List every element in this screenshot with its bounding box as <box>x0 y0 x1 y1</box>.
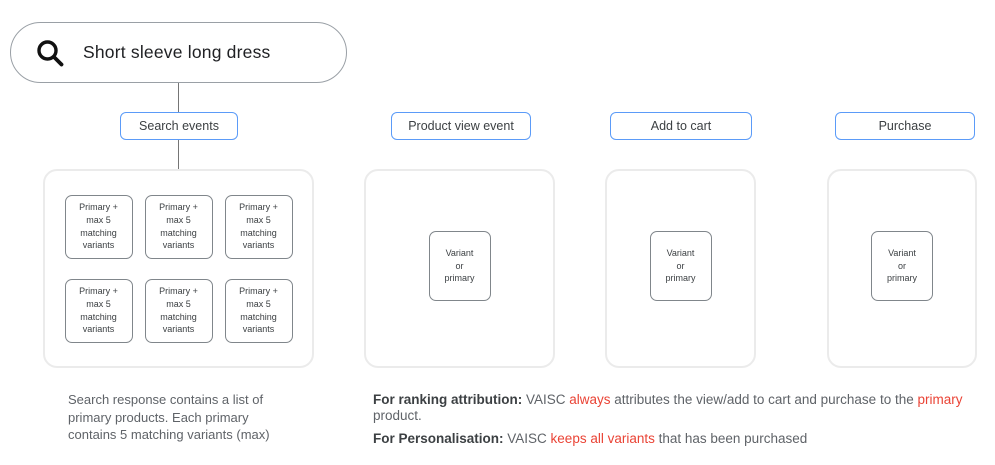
annotation-segment: For ranking attribution: <box>373 392 523 407</box>
search-query-text: Short sleeve long dress <box>83 42 271 62</box>
primary-product-box: Primary + max 5 matching variants <box>224 194 293 259</box>
event-label-product-view: Product view event <box>391 112 531 140</box>
primary-product-box: Primary + max 5 matching variants <box>144 194 213 259</box>
event-label-purchase: Purchase <box>835 112 975 140</box>
add-to-cart-container: Variant or primary <box>605 169 756 368</box>
event-label-text: Add to cart <box>650 119 712 133</box>
annotation-segment: VAISC <box>522 392 570 407</box>
annotation-segment: product. <box>373 408 422 423</box>
variant-or-primary-box: Variant or primary <box>428 231 491 301</box>
annotation-segment: that has been purchased <box>654 431 808 446</box>
search-response-caption: Search response contains a list of prima… <box>68 392 270 442</box>
search-input[interactable]: Short sleeve long dress <box>10 22 347 83</box>
primary-product-box: Primary + max 5 matching variants <box>224 278 293 343</box>
annotation-segment: keeps all variants <box>550 431 655 446</box>
primary-product-box: Primary + max 5 matching variants <box>64 194 133 259</box>
event-label-text: Purchase <box>878 119 932 133</box>
event-label-text: Search events <box>139 119 219 133</box>
annotation-segment: always <box>569 392 611 407</box>
event-label-text: Product view event <box>408 119 514 133</box>
primary-product-box: Primary + max 5 matching variants <box>64 278 133 343</box>
annotations: For ranking attribution: VAISC always at… <box>373 392 993 454</box>
annotation-segment: For Personalisation: <box>373 431 504 446</box>
primary-product-box: Primary + max 5 matching variants <box>144 278 213 343</box>
annotation-segment: primary <box>917 392 963 407</box>
annotation-line: For ranking attribution: VAISC always at… <box>373 392 993 424</box>
event-label-add-to-cart: Add to cart <box>610 112 752 140</box>
annotation-segment: attributes the view/add to cart and purc… <box>610 392 918 407</box>
search-events-container: Primary + max 5 matching variants Primar… <box>43 169 314 368</box>
variant-or-primary-box: Variant or primary <box>871 231 933 301</box>
purchase-container: Variant or primary <box>827 169 977 368</box>
event-label-search-events: Search events <box>120 112 238 140</box>
annotation-segment: VAISC <box>503 431 551 446</box>
variant-or-primary-box: Variant or primary <box>649 231 712 301</box>
product-view-container: Variant or primary <box>364 169 555 368</box>
search-icon <box>37 39 64 66</box>
annotation-line: For Personalisation: VAISC keeps all var… <box>373 431 993 447</box>
